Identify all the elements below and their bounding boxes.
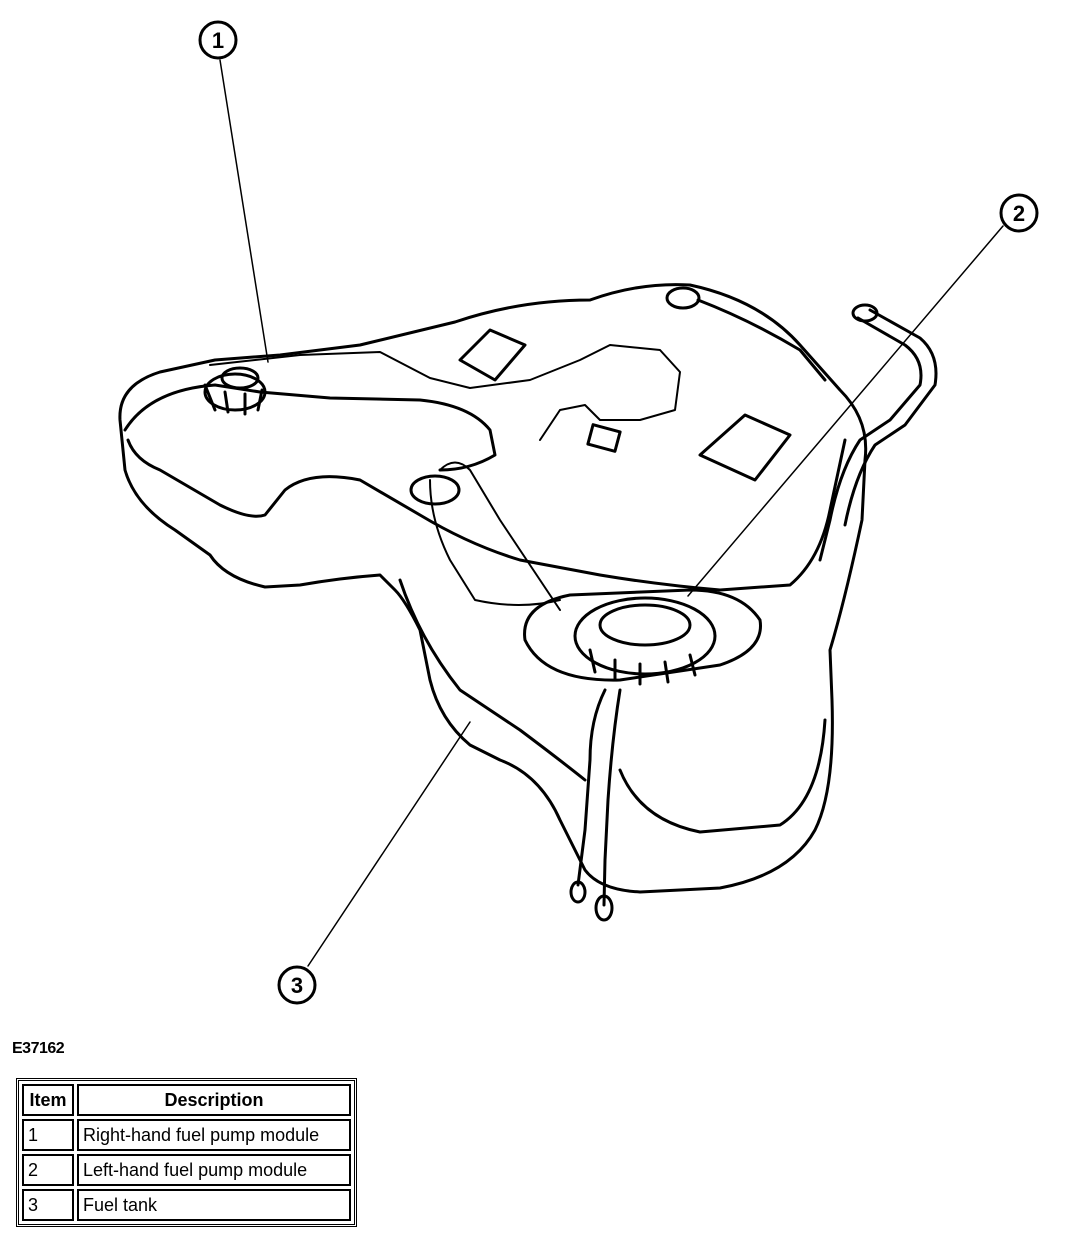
legend-row: 1 Right-hand fuel pump module [22, 1119, 351, 1151]
callout-1: 1 [198, 20, 238, 60]
legend-header-row: Item Description [22, 1084, 351, 1116]
leader-line-2 [687, 225, 1004, 597]
legend-header-description: Description [77, 1084, 351, 1116]
wiring-harness [209, 344, 681, 441]
lower-hose-1 [576, 688, 607, 887]
filler-neck-pipe [818, 316, 923, 562]
decal-1 [698, 413, 792, 482]
left-saddle-top [123, 383, 497, 472]
callout-3: 3 [277, 965, 317, 1005]
leader-line-1 [219, 59, 269, 363]
vent-cap [665, 286, 701, 310]
svg-text:1: 1 [212, 28, 224, 53]
legend-item-description: Left-hand fuel pump module [77, 1154, 351, 1186]
legend-row: 2 Left-hand fuel pump module [22, 1154, 351, 1186]
legend-table: Item Description 1 Right-hand fuel pump … [16, 1078, 357, 1227]
right-hand-pump-cap [220, 366, 260, 390]
decal-2 [458, 328, 527, 382]
tank-upper-rim [126, 438, 847, 592]
fuel-tank-diagram: 1 2 3 [118, 20, 1039, 1005]
fuel-tank-outline [118, 283, 868, 894]
right-hand-pump-ring [203, 372, 267, 412]
legend-item-number: 3 [22, 1189, 74, 1221]
figure-id: E37162 [12, 1040, 65, 1057]
left-hand-pump-cap [598, 603, 692, 647]
legend-item-description: Fuel tank [77, 1189, 351, 1221]
legend-header-item: Item [22, 1084, 74, 1116]
legend-item-number: 2 [22, 1154, 74, 1186]
left-hand-pump-ring [573, 596, 717, 676]
legend-item-description: Right-hand fuel pump module [77, 1119, 351, 1151]
svg-text:3: 3 [291, 973, 303, 998]
legend-row: 3 Fuel tank [22, 1189, 351, 1221]
svg-text:2: 2 [1013, 201, 1025, 226]
left-hand-pump-recess [523, 588, 762, 682]
lower-hose-2 [602, 688, 622, 907]
callout-2: 2 [999, 193, 1039, 233]
legend-item-number: 1 [22, 1119, 74, 1151]
leader-line-3 [307, 721, 471, 967]
